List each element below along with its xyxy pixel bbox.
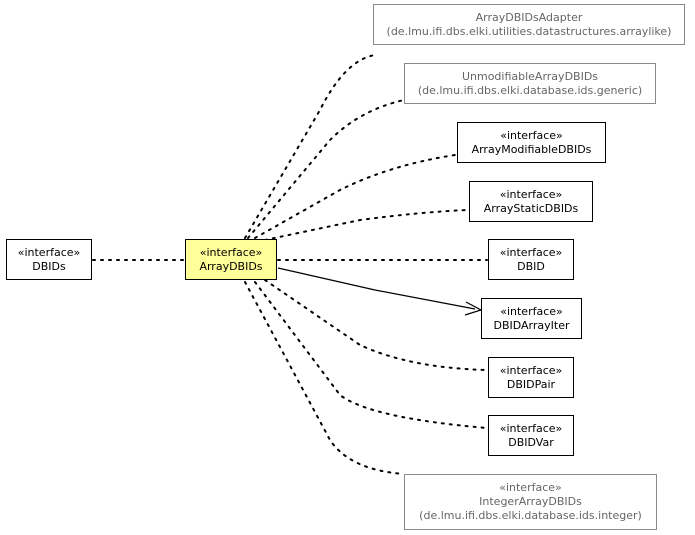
node-dbidpair[interactable]: «interface» DBIDPair	[488, 357, 574, 398]
node-dbidarrayiter-name: DBIDArrayIter	[493, 318, 570, 332]
node-arraydbidsadapter[interactable]: ArrayDBIDsAdapter (de.lmu.ifi.dbs.elki.u…	[373, 4, 685, 45]
node-dbidpair-stereotype: «interface»	[499, 363, 563, 377]
node-unmodifiablearraydbids-name: UnmodifiableArrayDBIDs	[461, 69, 599, 83]
node-arraydbidsadapter-package: (de.lmu.ifi.dbs.elki.utilities.datastruc…	[386, 24, 672, 38]
node-dbidvar-stereotype: «interface»	[499, 421, 563, 435]
node-dbid-stereotype: «interface»	[499, 245, 563, 259]
edge-var	[254, 281, 488, 429]
edge-adapter	[244, 54, 376, 239]
node-arraydbids-stereotype: «interface»	[199, 245, 263, 259]
node-integerarraydbids-stereotype: «interface»	[499, 481, 562, 494]
node-arraydbids[interactable]: «interface» ArrayDBIDs	[185, 239, 277, 280]
node-arraystaticdbids-stereotype: «interface»	[499, 187, 563, 201]
edge-unmodifiable	[247, 99, 405, 239]
node-dbid[interactable]: «interface» DBID	[488, 239, 574, 280]
node-dbidpair-name: DBIDPair	[506, 377, 556, 391]
node-dbidarrayiter-stereotype: «interface»	[500, 304, 563, 318]
node-arraydbids-name: ArrayDBIDs	[199, 259, 263, 273]
edge-modifiable	[254, 154, 456, 239]
node-unmodifiablearraydbids[interactable]: UnmodifiableArrayDBIDs (de.lmu.ifi.dbs.e…	[404, 63, 656, 104]
node-integerarraydbids-package: (de.lmu.ifi.dbs.elki.database.ids.intege…	[419, 509, 642, 522]
edge-iter	[277, 267, 476, 310]
node-dbids[interactable]: «interface» DBIDs	[6, 239, 92, 280]
node-dbidarrayiter[interactable]: «interface» DBIDArrayIter	[481, 298, 582, 339]
edge-static	[264, 209, 469, 241]
node-arraystaticdbids-name: ArrayStaticDBIDs	[483, 201, 579, 215]
node-unmodifiablearraydbids-package: (de.lmu.ifi.dbs.elki.database.ids.generi…	[417, 83, 643, 97]
node-arraydbidsadapter-name: ArrayDBIDsAdapter	[475, 10, 583, 24]
node-arraymodifiabledbids-stereotype: «interface»	[500, 128, 563, 142]
edge-integer	[244, 281, 405, 475]
node-dbids-stereotype: «interface»	[17, 245, 81, 259]
node-arraymodifiabledbids-name: ArrayModifiableDBIDs	[471, 142, 592, 156]
node-dbidvar-name: DBIDVar	[508, 435, 554, 449]
node-arraymodifiabledbids[interactable]: «interface» ArrayModifiableDBIDs	[457, 122, 606, 163]
node-dbidvar[interactable]: «interface» DBIDVar	[488, 415, 574, 456]
node-dbids-name: DBIDs	[32, 259, 66, 273]
node-dbid-name: DBID	[517, 259, 545, 273]
node-integerarraydbids[interactable]: «interface» IntegerArrayDBIDs (de.lmu.if…	[404, 474, 657, 530]
edge-pair	[264, 279, 488, 371]
node-arraystaticdbids[interactable]: «interface» ArrayStaticDBIDs	[469, 181, 593, 222]
node-integerarraydbids-name: IntegerArrayDBIDs	[479, 495, 582, 508]
